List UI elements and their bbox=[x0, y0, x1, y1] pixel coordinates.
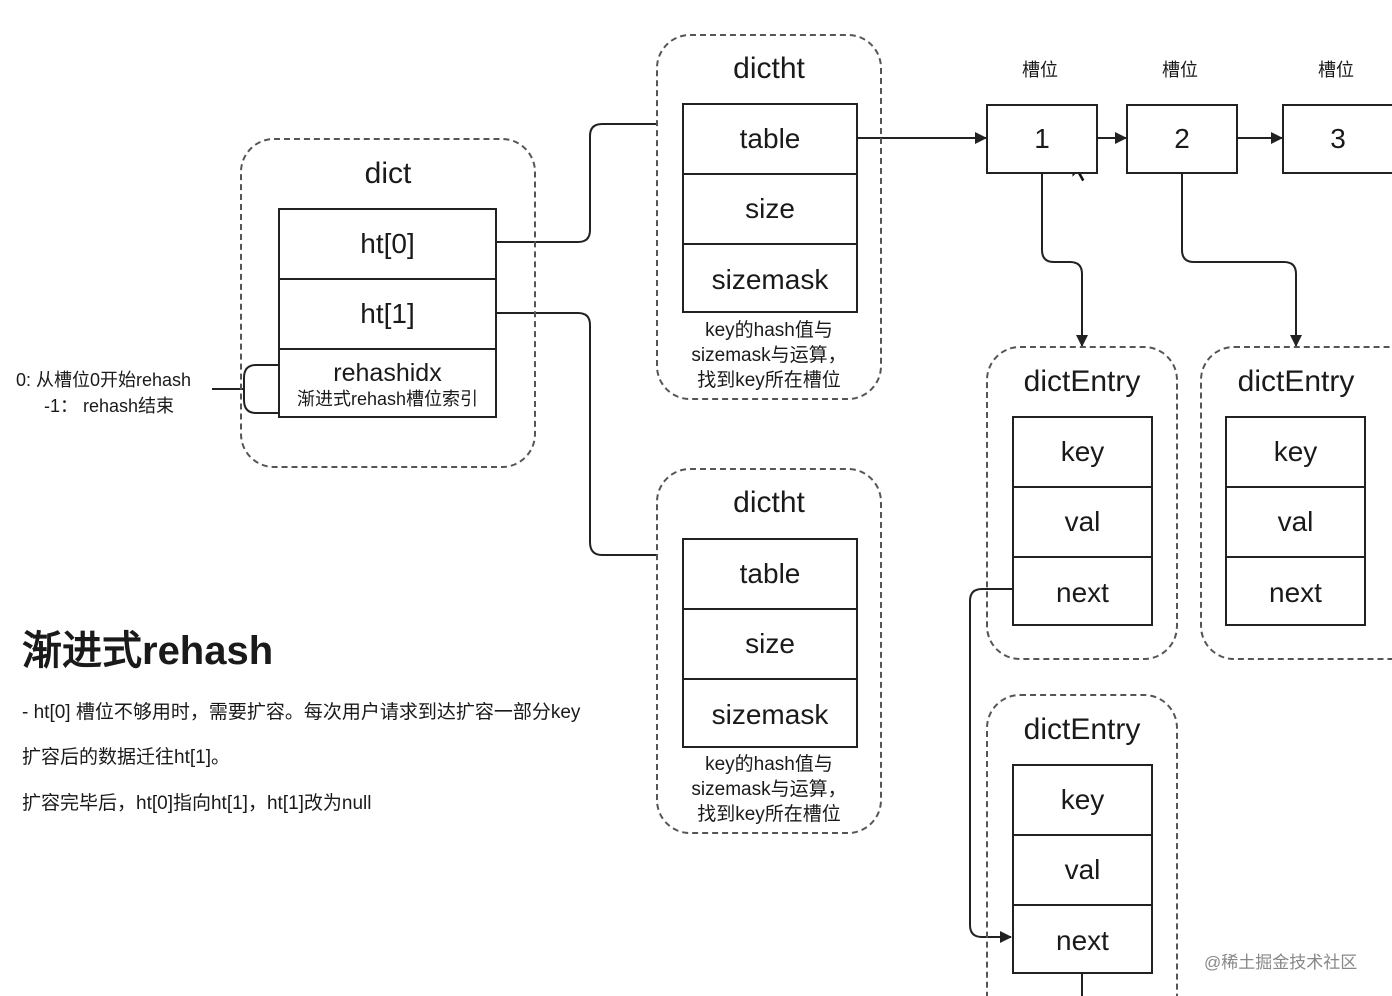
ht1-link bbox=[496, 312, 658, 556]
dict-entry-struct-2: key val next bbox=[1225, 416, 1366, 626]
dictht-top-note-line: sizemask与运算， bbox=[691, 345, 847, 366]
watermark: @稀土掘金技术社区 bbox=[1204, 953, 1358, 972]
dict-entry-group-1 bbox=[986, 346, 1178, 660]
dictht-top-sizemask: sizemask bbox=[711, 264, 829, 295]
slot-3: 3 bbox=[1282, 104, 1392, 174]
next-to-entry-arrow bbox=[969, 588, 1013, 943]
dict-entry-next: next bbox=[1056, 577, 1109, 608]
dictht-top-note-line: 找到key所在槽位 bbox=[697, 370, 841, 391]
dict-entry-val: val bbox=[1014, 488, 1151, 558]
rehash-note-line2: -1： rehash结束 bbox=[44, 396, 175, 416]
dict-entry-group-2 bbox=[1200, 346, 1392, 660]
dict-entry-next: next bbox=[1056, 925, 1109, 956]
dict-title: dict bbox=[364, 157, 412, 190]
dict-entry-key: key bbox=[1227, 418, 1364, 488]
dictht-bottom-struct: table size sizemask bbox=[682, 538, 858, 748]
body-line-2: 扩容后的数据迁往ht[1]。 bbox=[22, 747, 230, 768]
dict-group bbox=[240, 138, 536, 468]
slot-1: 1 bbox=[986, 104, 1098, 174]
dictht-top-table: table bbox=[684, 105, 856, 175]
section-heading: 渐进式rehash bbox=[22, 629, 274, 673]
dict-entry-val: val bbox=[1227, 488, 1364, 558]
dictht-bottom-note: key的hash值与 sizemask与运算， 找到key所在槽位 bbox=[656, 752, 882, 827]
dictht-bottom-note-line: 找到key所在槽位 bbox=[697, 804, 841, 825]
dict-entry-key: key bbox=[1014, 766, 1151, 836]
dict-entry-title-1: dictEntry bbox=[1023, 365, 1141, 398]
dictht-top-size: size bbox=[684, 175, 856, 245]
dict-entry-title-2: dictEntry bbox=[1237, 365, 1355, 398]
dict-field-rehashidx: rehashidx 渐进式rehash槽位索引 bbox=[280, 350, 495, 420]
rehashidx-label: rehashidx bbox=[333, 359, 442, 387]
dictht-bottom-size: size bbox=[684, 610, 856, 680]
dictht-bottom-table: table bbox=[684, 540, 856, 610]
slot-label: 槽位 bbox=[1318, 60, 1354, 80]
dictht-bottom-note-line: sizemask与运算， bbox=[691, 779, 847, 800]
slot-2: 2 bbox=[1126, 104, 1238, 174]
dict-entry-val: val bbox=[1014, 836, 1151, 906]
dict-entry-group-3 bbox=[986, 694, 1178, 996]
slot2-to-entry-arrow bbox=[1181, 172, 1302, 347]
body-line-3: 扩容完毕后，ht[0]指向ht[1]，ht[1]改为null bbox=[22, 793, 372, 814]
rehash-note-line1: 0: 从槽位0开始rehash bbox=[16, 370, 192, 390]
dict-field-ht0: ht[0] bbox=[280, 210, 495, 280]
dict-entry-key: key bbox=[1014, 418, 1151, 488]
dictht-top-struct: table size sizemask bbox=[682, 103, 858, 313]
slot-label: 槽位 bbox=[1162, 60, 1198, 80]
dict-entry-struct-1: key val next bbox=[1012, 416, 1153, 626]
dict-entry-title-3: dictEntry bbox=[1023, 713, 1141, 746]
body-line-1: - ht[0] 槽位不够用时，需要扩容。每次用户请求到达扩容一部分key bbox=[22, 702, 581, 723]
dict-struct: ht[0] ht[1] rehashidx 渐进式rehash槽位索引 bbox=[278, 208, 497, 418]
rehashidx-desc: 渐进式rehash槽位索引 bbox=[296, 389, 479, 409]
dictht-bottom-title: dictht bbox=[733, 486, 805, 519]
dictht-bottom-group bbox=[656, 468, 882, 834]
dictht-bottom-sizemask: sizemask bbox=[711, 699, 829, 730]
dict-entry-struct-3: key val next bbox=[1012, 764, 1153, 974]
dictht-bottom-note-line: key的hash值与 bbox=[705, 754, 833, 775]
slot1-to-entry-arrow bbox=[1041, 172, 1088, 347]
dictht-top-title: dictht bbox=[733, 52, 805, 85]
dictht-top-note: key的hash值与 sizemask与运算， 找到key所在槽位 bbox=[656, 318, 882, 393]
dict-field-ht1: ht[1] bbox=[280, 280, 495, 350]
dictht-top-note-line: key的hash值与 bbox=[705, 320, 833, 341]
slot-label: 槽位 bbox=[1022, 60, 1058, 80]
dictht-top-group bbox=[656, 34, 882, 400]
ht0-link bbox=[496, 123, 658, 243]
dict-entry-next: next bbox=[1269, 577, 1322, 608]
